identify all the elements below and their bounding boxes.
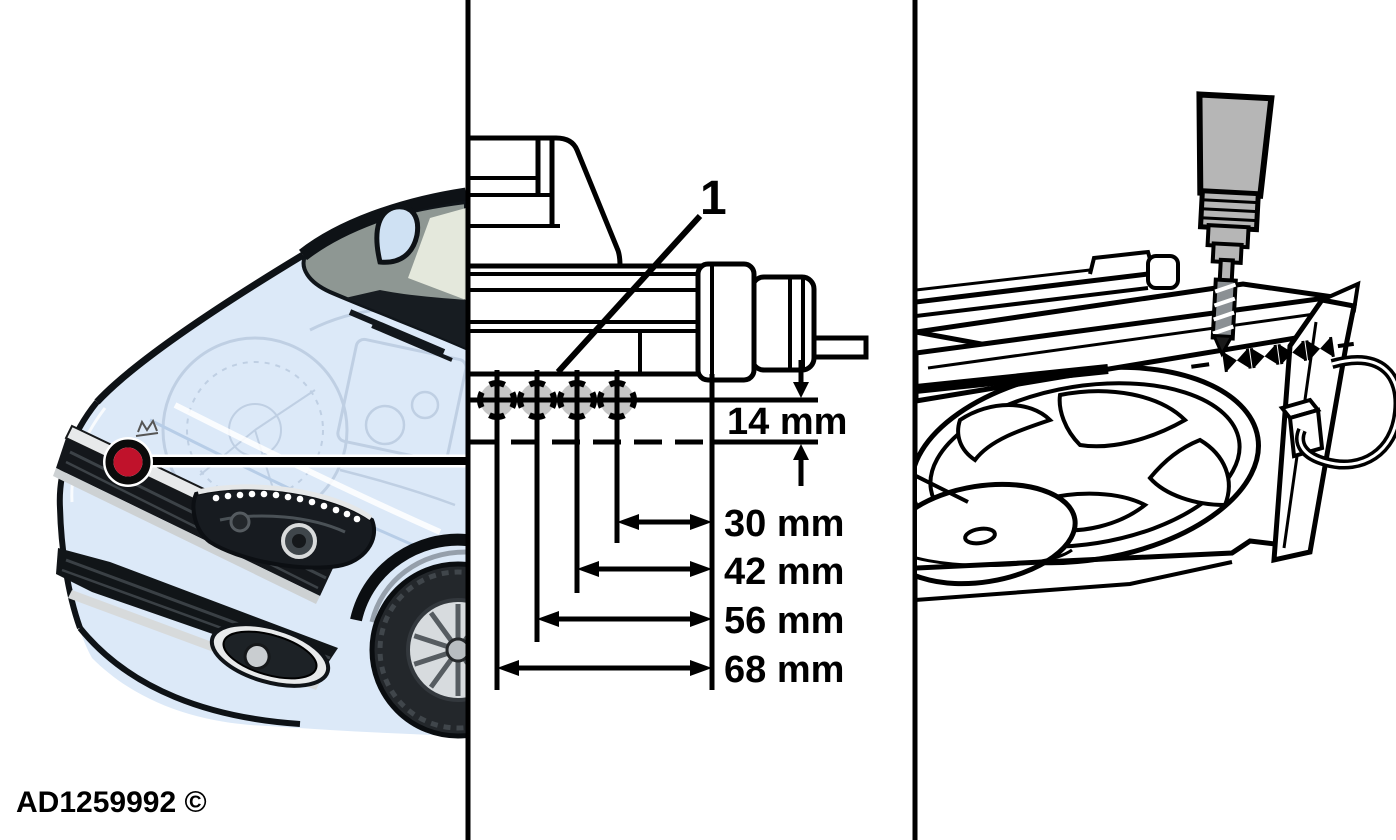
dashboard-shadow [345, 290, 466, 348]
wiring-loop [1295, 355, 1396, 470]
dim-label-14mm: 14 mm [727, 401, 847, 443]
hood-outline [94, 252, 305, 405]
front-wheel [350, 533, 466, 739]
led-strip [212, 490, 361, 523]
drill-bit [1210, 277, 1238, 358]
hood-crease [149, 418, 421, 550]
cooling-fan [917, 364, 1261, 587]
fog-light [209, 622, 331, 688]
radiator-top-edge [917, 249, 1180, 318]
drill-position-marks [1191, 336, 1355, 373]
callout-leader-line [555, 213, 703, 375]
emblem-sketch [135, 418, 159, 437]
headlight [191, 484, 376, 570]
drill-illustration [1196, 91, 1275, 358]
wiper-arm [371, 324, 453, 362]
a-pillar [298, 187, 466, 261]
dimension-lines [470, 360, 818, 690]
rail-shadow [917, 364, 1109, 394]
document-id-label: AD1259992 © [16, 786, 207, 819]
wiper-blade [348, 309, 446, 355]
fan-shroud-drilling-illustration [917, 91, 1396, 602]
bumper-bottom-edge [77, 626, 301, 727]
callout-label: 1 [700, 172, 727, 225]
car-front-illustration [53, 187, 466, 739]
hood-highlight [173, 402, 442, 535]
dim-label-42mm: 42 mm [724, 551, 844, 593]
dim-label-56mm: 56 mm [724, 600, 844, 642]
side-mirror [374, 204, 421, 265]
dim-label-30mm: 30 mm [724, 503, 844, 545]
target-marker-icon [103, 437, 153, 487]
drill-hole-targets [470, 370, 818, 690]
windshield-reflection [408, 208, 466, 300]
dim-label-68mm: 68 mm [724, 649, 844, 691]
bracket-side-view [468, 135, 869, 383]
